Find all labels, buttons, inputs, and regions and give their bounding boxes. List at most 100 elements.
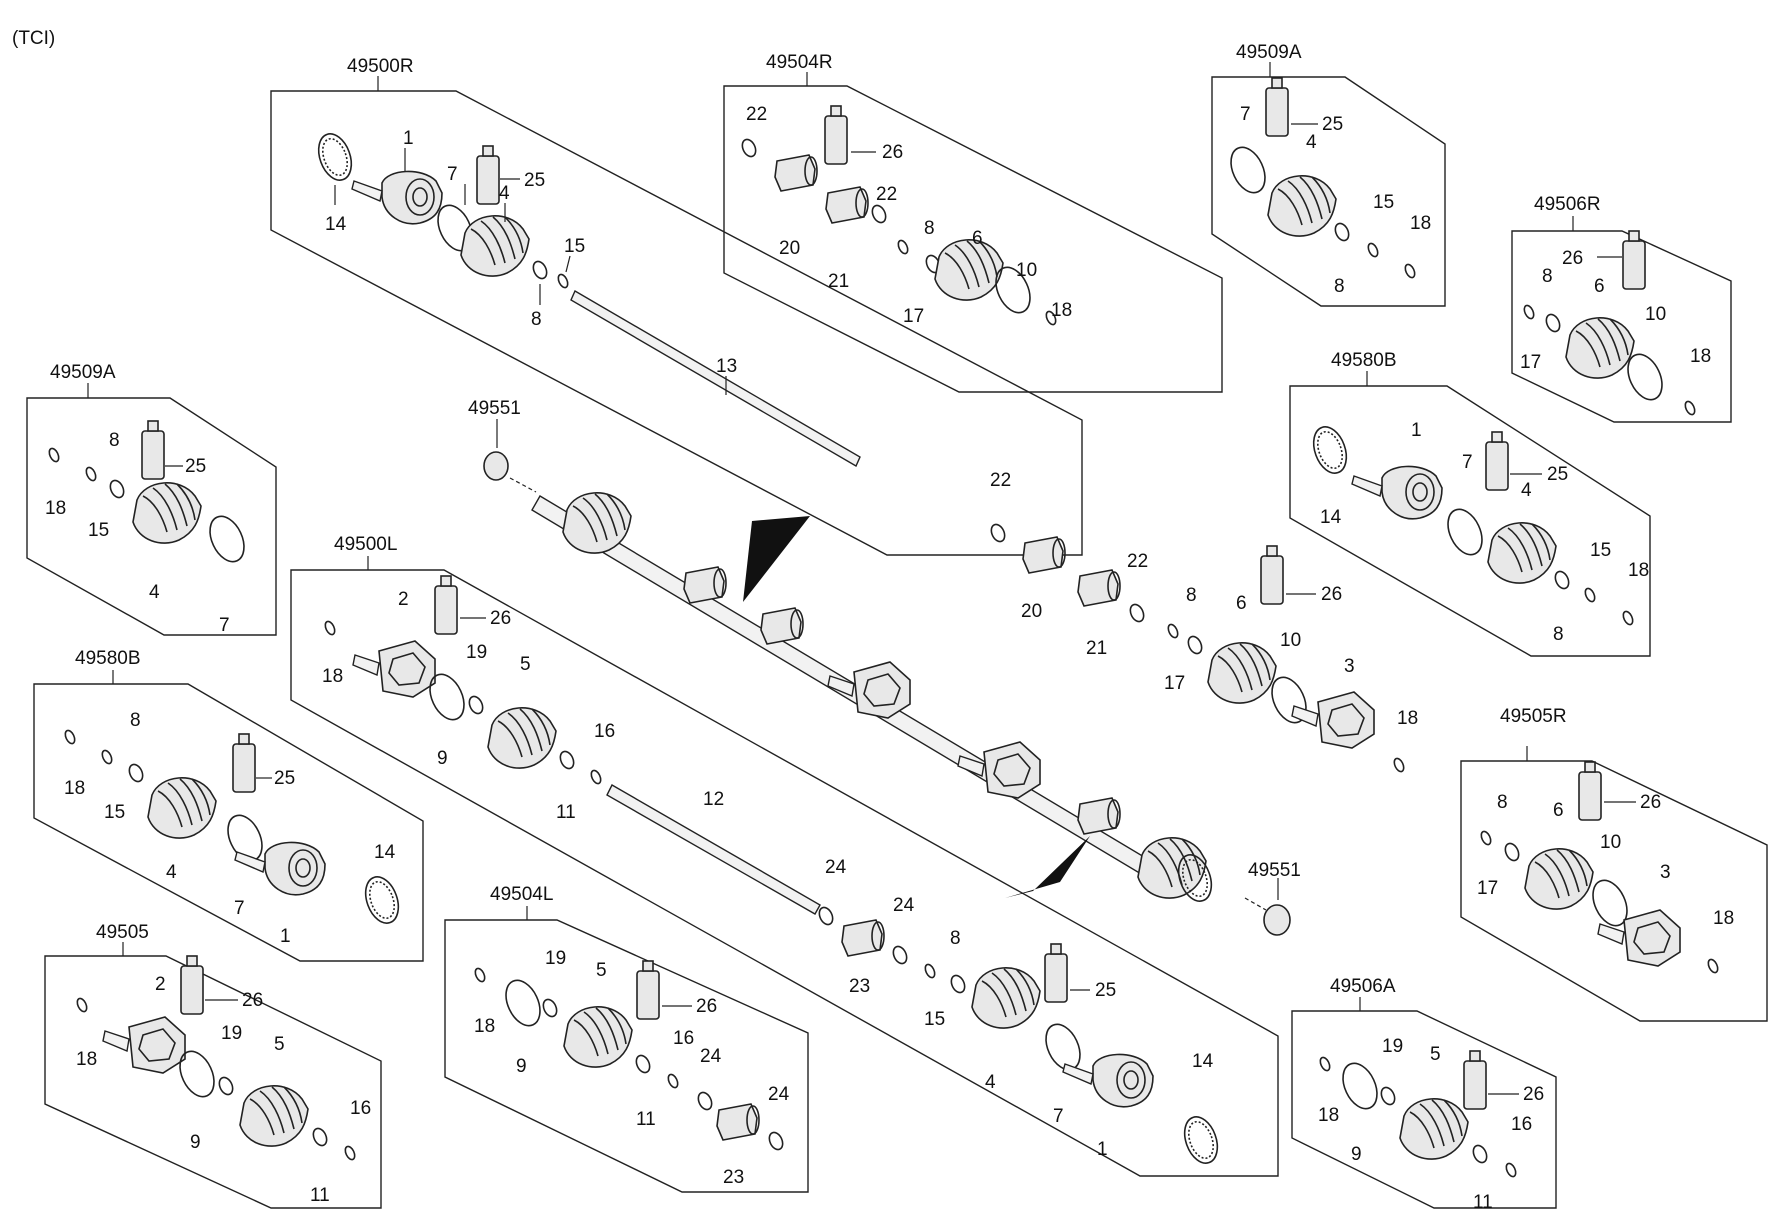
callout-10: 10	[1280, 630, 1301, 651]
callout-8: 8	[1334, 276, 1345, 297]
group-code: 49580B	[1331, 350, 1397, 371]
callout-15: 15	[564, 236, 585, 257]
callout-17: 17	[1164, 673, 1185, 694]
callout-18: 18	[1628, 560, 1649, 581]
callout-5: 5	[596, 960, 607, 981]
callout-18: 18	[76, 1049, 97, 1070]
callout-6: 6	[1594, 276, 1605, 297]
callout-26: 26	[490, 608, 511, 629]
center-assembly: 49551 49551 22 20 22 21 8 6 26 17 10 3	[468, 398, 1418, 1169]
callout-7: 7	[1462, 452, 1473, 473]
callout-26: 26	[696, 996, 717, 1017]
callout-16: 16	[594, 721, 615, 742]
lock-nut-top	[483, 451, 509, 481]
callout-11: 11	[310, 1185, 330, 1206]
callout-18: 18	[1690, 346, 1711, 367]
callout-24: 24	[700, 1046, 722, 1067]
callout-23: 23	[849, 976, 870, 997]
callout-26: 26	[882, 142, 903, 163]
callout-18: 18	[1410, 213, 1431, 234]
callout-9: 9	[437, 748, 448, 769]
callout-5: 5	[520, 654, 531, 675]
callout-19: 19	[221, 1023, 242, 1044]
callout-16: 16	[1511, 1114, 1532, 1135]
callout-18: 18	[1051, 300, 1072, 321]
callout-26: 26	[1562, 248, 1583, 269]
callout-12: 12	[703, 789, 724, 810]
group-code: 49509A	[50, 362, 116, 383]
callout-25: 25	[1322, 114, 1343, 135]
group-49505: 49505 2 26 18 19 5 9 16 11	[44, 922, 382, 1209]
callout-7: 7	[234, 898, 245, 919]
callout-24: 24	[893, 895, 915, 916]
callout-4: 4	[985, 1072, 996, 1093]
callout-1: 1	[1411, 420, 1422, 441]
callout-6: 6	[972, 228, 983, 249]
callout-10: 10	[1645, 304, 1666, 325]
group-49500r: 49500R 1 14 7 25 4 15 8 13	[270, 56, 1083, 556]
callout-5: 5	[1430, 1044, 1441, 1065]
callout-18: 18	[1397, 708, 1418, 729]
group-49504r: 49504R 22 26 20 22 21 8 6 10 17 18	[723, 52, 1223, 393]
callout-5: 5	[274, 1034, 285, 1055]
callout-22: 22	[746, 104, 767, 125]
group-code: 49504R	[766, 52, 833, 73]
lock-nut-bottom	[1263, 904, 1291, 936]
group-49504l: 49504L 19 5 26 18 9 16 11 24 24 23	[444, 884, 809, 1193]
callout-4: 4	[1521, 480, 1532, 501]
callout-8: 8	[924, 218, 935, 239]
callout-25: 25	[524, 170, 545, 191]
callout-7: 7	[219, 615, 230, 636]
group-code: 49580B	[75, 648, 141, 669]
callout-6: 6	[1553, 800, 1564, 821]
callout-4: 4	[499, 183, 510, 204]
callout-18: 18	[1318, 1105, 1339, 1126]
callout-25: 25	[274, 768, 295, 789]
callout-1: 1	[403, 128, 414, 149]
callout-18: 18	[474, 1016, 495, 1037]
group-code: 49506R	[1534, 194, 1601, 215]
callout-16: 16	[350, 1098, 371, 1119]
group-code: 49505	[96, 922, 149, 943]
callout-3: 3	[1344, 656, 1355, 677]
callout-24: 24	[825, 857, 847, 878]
callout-2: 2	[155, 974, 166, 995]
callout-19: 19	[545, 948, 566, 969]
group-49506a: 49506A 19 5 26 18 9 16 11	[1291, 976, 1557, 1211]
group-code: 49500R	[347, 56, 414, 77]
callout-17: 17	[1477, 878, 1498, 899]
callout-22: 22	[1127, 551, 1148, 572]
group-code: 49504L	[490, 884, 553, 905]
callout-26: 26	[1640, 792, 1661, 813]
callout-15: 15	[924, 1009, 945, 1030]
callout-21: 21	[828, 271, 849, 292]
callout-19: 19	[1382, 1036, 1403, 1057]
callout-22: 22	[876, 184, 897, 205]
callout-8: 8	[1553, 624, 1564, 645]
callout-2: 2	[398, 589, 409, 610]
group-49580b-right: 49580B 1 7 25 4 14 15 18 8	[1289, 350, 1651, 657]
callout-18: 18	[45, 498, 66, 519]
callout-25: 25	[1095, 980, 1116, 1001]
callout-4: 4	[1306, 132, 1317, 153]
callout-17: 17	[903, 306, 924, 327]
callout-15: 15	[104, 802, 125, 823]
callout-18: 18	[1713, 908, 1734, 929]
group-code: 49505R	[1500, 706, 1567, 727]
callout-17: 17	[1520, 352, 1541, 373]
group-code: 49500L	[334, 534, 397, 555]
callout-7: 7	[447, 164, 458, 185]
callout-22: 22	[990, 470, 1011, 491]
callout-23: 23	[723, 1167, 744, 1188]
callout-11: 11	[636, 1109, 656, 1130]
callout-7: 7	[1053, 1106, 1064, 1127]
callout-24: 24	[768, 1084, 790, 1105]
callout-14: 14	[325, 214, 347, 235]
callout-4: 4	[149, 582, 160, 603]
callout-14: 14	[1320, 507, 1342, 528]
callout-1: 1	[1097, 1139, 1108, 1160]
group-49509a-top: 49509A 7 25 4 15 18 8	[1211, 42, 1446, 307]
callout-14: 14	[1192, 1051, 1214, 1072]
callout-20: 20	[1021, 601, 1042, 622]
callout-1: 1	[280, 926, 291, 947]
